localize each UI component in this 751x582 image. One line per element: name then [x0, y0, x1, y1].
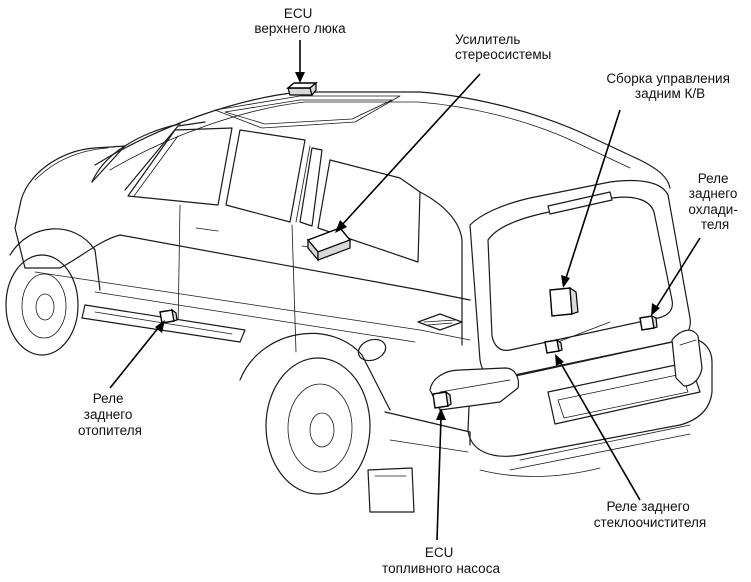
rear-wiper-relay-label: Реле заднего стеклоочистителя: [594, 499, 706, 530]
stereo-amplifier-arrowhead: [335, 220, 347, 233]
vehicle-illustration: [5, 91, 713, 513]
components: [159, 81, 658, 409]
sunroof-ecu-label: ECU верхнего люка: [254, 6, 346, 36]
rear-heater-relay-arrowhead: [155, 320, 165, 333]
rear-cooler-relay-arrowhead: [651, 303, 660, 316]
rear-wiper-relay-arrowhead: [555, 354, 564, 366]
leader-lines: [109, 40, 701, 541]
rear-heater-relay-leader: [109, 326, 160, 389]
rear-wiper-relay-leader: [559, 361, 641, 501]
fuel-pump-ecu-component: [432, 390, 452, 409]
rear-cooler-relay-component: [639, 314, 658, 331]
rear-wiper-relay-component: [544, 338, 563, 354]
stereo-amplifier-label: Усилитель стереосистемы: [455, 32, 551, 62]
rear-cooler-relay-label: Реле заднего охлади- теля: [688, 171, 741, 232]
rear-ac-control-label: Сборка управления задним К/В: [606, 71, 733, 101]
rear-ac-control-leader: [565, 109, 621, 279]
rear-cooler-relay-leader: [655, 237, 701, 309]
fuel-pump-ecu-label: ECU топливного насоса: [382, 545, 500, 576]
stereo-amplifier-leader: [340, 73, 481, 227]
sunroof-ecu-arrowhead: [295, 72, 305, 83]
sunroof-ecu-component: [286, 81, 318, 97]
rear-ac-control-component: [549, 286, 579, 317]
rear-ac-control-arrowhead: [561, 275, 570, 288]
rear-heater-relay-label: Реле заднего отопителя: [78, 391, 142, 438]
rear-heater-relay-component: [159, 308, 178, 324]
fuel-pump-ecu-leader: [436, 417, 442, 541]
fuel-pump-ecu-arrowhead: [436, 408, 446, 420]
stereo-amplifier-component: [306, 227, 352, 262]
labels: ECU верхнего люка Усилитель стереосистем…: [78, 6, 741, 576]
